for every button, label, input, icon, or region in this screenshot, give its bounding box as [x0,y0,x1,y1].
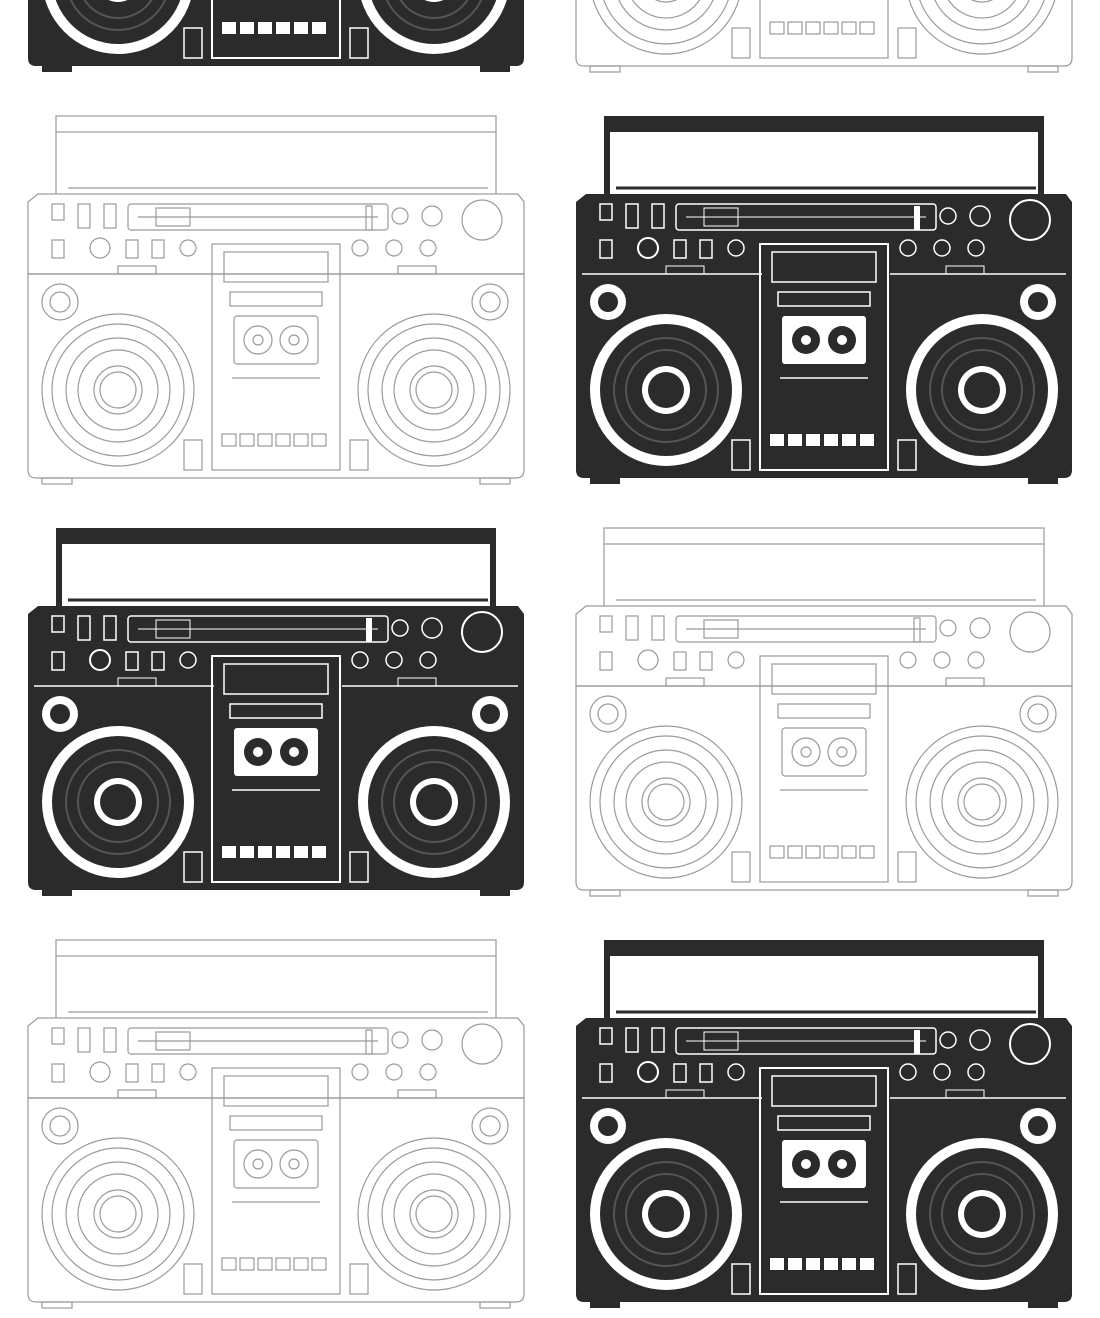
boombox-icon-solid [26,526,526,898]
boombox-icon-outline [575,0,1073,73]
boombox-icon-solid [26,0,526,74]
boombox-icon-outline [27,939,525,1309]
boombox-icon-outline [27,115,525,485]
boombox-icon-solid [574,114,1074,486]
boombox-icon-solid [574,938,1074,1310]
boombox-tiles [26,0,1074,1310]
boombox-icon-outline [575,527,1073,897]
